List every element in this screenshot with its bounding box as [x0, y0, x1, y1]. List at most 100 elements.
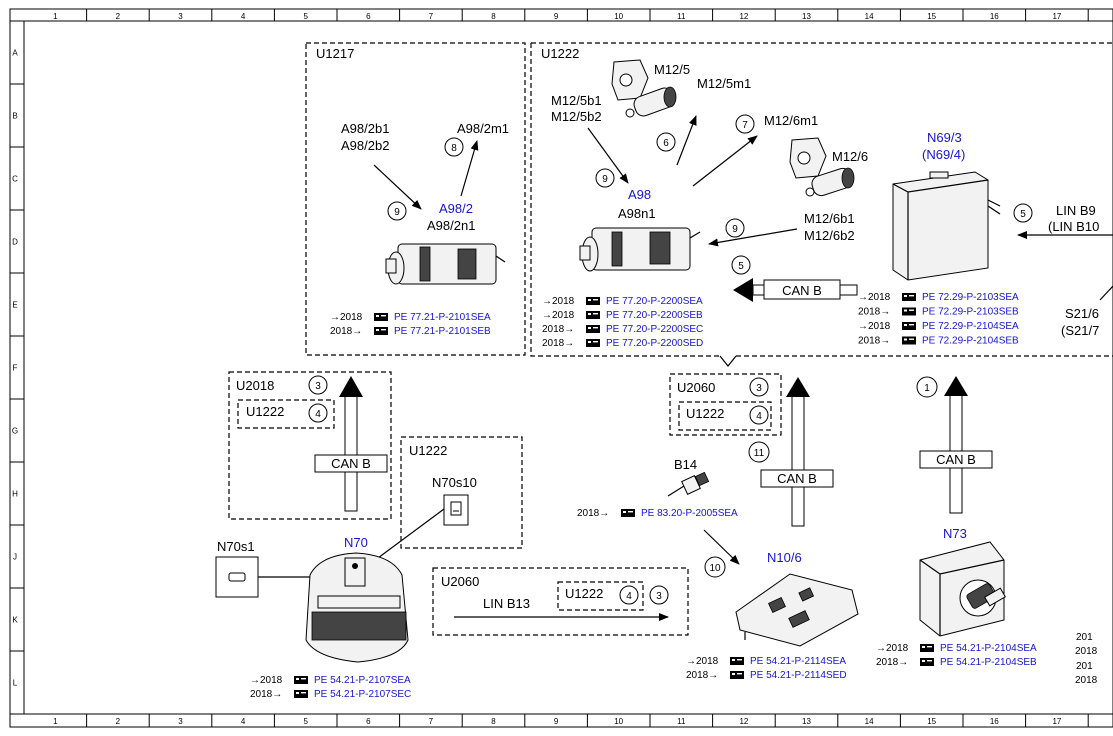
pointing-hand-icon [920, 658, 934, 666]
ruler-col-bottom: 17 [1052, 717, 1061, 726]
svg-text:9: 9 [394, 207, 400, 218]
ref-code-link[interactable]: PE 72.29-P-2104SEB [922, 336, 1019, 347]
ref-code-link[interactable]: PE 72.29-P-2103SEA [922, 292, 1019, 303]
ruler-col-bottom: 11 [677, 717, 686, 726]
ref-code-link[interactable]: PE 77.20-P-2200SED [606, 338, 703, 349]
ref-line[interactable]: 2018→PE 54.21-P-2114SED [686, 670, 847, 681]
ruler-col-top: 13 [802, 12, 811, 21]
ruler-col-bottom: 3 [178, 717, 183, 726]
ref-code-link[interactable]: PE 77.20-P-2200SEA [606, 296, 703, 307]
can-b-arrow-mid: CAN B [760, 377, 834, 527]
circle-3-b: 3 [749, 377, 769, 397]
ruler-col-top: 2 [116, 12, 121, 21]
ref-line[interactable]: 2018→PE 77.20-P-2200SEC [542, 324, 703, 335]
pointing-hand-icon [586, 339, 600, 347]
ref-code-link[interactable]: PE 77.20-P-2200SEB [606, 310, 703, 321]
circle-5-a: 5 [731, 255, 751, 275]
ref-line[interactable]: →2018 PE 72.29-P-2104SEA [858, 321, 1019, 332]
ref-code-link[interactable]: PE 54.21-P-2104SEA [940, 643, 1037, 654]
svg-text:7: 7 [742, 120, 748, 131]
svg-text:6: 6 [663, 138, 669, 149]
u2060-mid-inner-label: U1222 [686, 406, 724, 421]
a98-2n1-label: A98/2n1 [427, 218, 475, 233]
a98-label: A98 [628, 187, 651, 202]
ref-year: 2018→ [876, 657, 908, 668]
u1222-top-label: U1222 [541, 46, 579, 61]
ref-line[interactable]: 2018→PE 77.20-P-2200SED [542, 338, 703, 349]
ruler-row: K [12, 616, 18, 625]
ref-code-link[interactable]: PE 77.21-P-2101SEB [394, 326, 491, 337]
ref-line[interactable]: 2018→PE 72.29-P-2103SEB [858, 307, 1019, 318]
ruler-col-bottom: 14 [865, 717, 874, 726]
ref-code-link[interactable]: PE 72.29-P-2103SEB [922, 307, 1019, 318]
ref-year: 2018→ [858, 336, 890, 347]
pointing-hand-icon [730, 657, 744, 665]
lin-b10-label: (LIN B10 [1048, 219, 1099, 234]
m12-6-motor-image [789, 137, 855, 197]
ref-line[interactable]: 2018→ PE 54.21-P-2104SEB [876, 657, 1037, 668]
pointing-hand-icon [586, 311, 600, 319]
ref-code-link[interactable]: PE 54.21-P-2107SEC [314, 689, 411, 700]
pointing-hand-icon [374, 313, 388, 321]
ref-line[interactable]: 2018→ PE 77.21-P-2101SEB [330, 326, 491, 337]
b14-label: B14 [674, 457, 697, 472]
ref-code-link[interactable]: PE 54.21-P-2114SED [750, 670, 847, 681]
circle-6: 6 [656, 132, 676, 152]
svg-text:201: 201 [1076, 661, 1093, 672]
a98-2m1-label: A98/2m1 [457, 121, 509, 136]
svg-text:3: 3 [656, 591, 662, 602]
circle-8: 8 [444, 137, 464, 157]
ref-code-link[interactable]: PE 72.29-P-2104SEA [922, 321, 1019, 332]
ruler-col-bottom: 8 [491, 717, 496, 726]
ruler-row: D [12, 238, 18, 247]
circle-9-a: 9 [387, 201, 407, 221]
ref-code-link[interactable]: PE 54.21-P-2114SEA [750, 656, 846, 667]
ruler-col-bottom: 15 [927, 717, 936, 726]
ref-code-link[interactable]: PE 54.21-P-2107SEA [314, 675, 411, 686]
ruler-row: L [13, 679, 18, 688]
ref-line[interactable]: 2018→PE 83.20-P-2005SEA [577, 508, 738, 519]
n73-label: N73 [943, 526, 967, 541]
n73-ignition-lock-image [919, 541, 1006, 637]
m12-5-motor-image [611, 59, 677, 118]
svg-text:4: 4 [315, 409, 321, 420]
svg-text:CAN B: CAN B [777, 471, 817, 486]
ref-code-link[interactable]: PE 77.20-P-2200SEC [606, 324, 703, 335]
lin-b9-label: LIN B9 [1056, 203, 1096, 218]
u2018-group: U2018 U1222 3 4 CAN B [228, 371, 392, 520]
s21-7-label: (S21/7 [1061, 323, 1099, 338]
n69-3-label: N69/3 [927, 130, 962, 145]
ref-code-link[interactable]: PE 54.21-P-2104SEB [940, 657, 1037, 668]
ref-year: 2018→ [330, 326, 362, 337]
n70-label: N70 [344, 535, 368, 550]
ruler-row: G [12, 427, 18, 436]
b14-group: B14 2018→PE 83.20-P-2005SEA 10 [577, 457, 740, 578]
u1217-group: U1217 A98/2b1 A98/2b2 A98/2m1 8 9 A98/2 … [305, 42, 526, 356]
ref-code-link[interactable]: PE 77.21-P-2101SEA [394, 312, 491, 323]
ref-line[interactable]: 2018→ PE 72.29-P-2104SEB [858, 336, 1019, 347]
m12-6-label: M12/6 [832, 149, 868, 164]
ruler-col-bottom: 12 [739, 717, 748, 726]
ruler-row: B [12, 112, 17, 121]
circle-9-c: 9 [725, 218, 745, 238]
n70s10-switch-image [443, 494, 469, 526]
ref-year: →2018 [858, 321, 891, 332]
ref-line[interactable]: 2018→PE 54.21-P-2107SEC [250, 689, 411, 700]
n70-overhead-module-image [305, 552, 409, 663]
u2060-bottom-group: U2060 LIN B13 U1222 4 3 [432, 567, 689, 636]
ruler-row: C [12, 175, 18, 184]
pointing-hand-icon [294, 690, 308, 698]
circle-11: 11 [748, 441, 770, 463]
ref-code-link[interactable]: PE 83.20-P-2005SEA [641, 508, 738, 519]
svg-text:5: 5 [1020, 209, 1026, 220]
can-b-arrow-u2018: CAN B [314, 376, 388, 512]
